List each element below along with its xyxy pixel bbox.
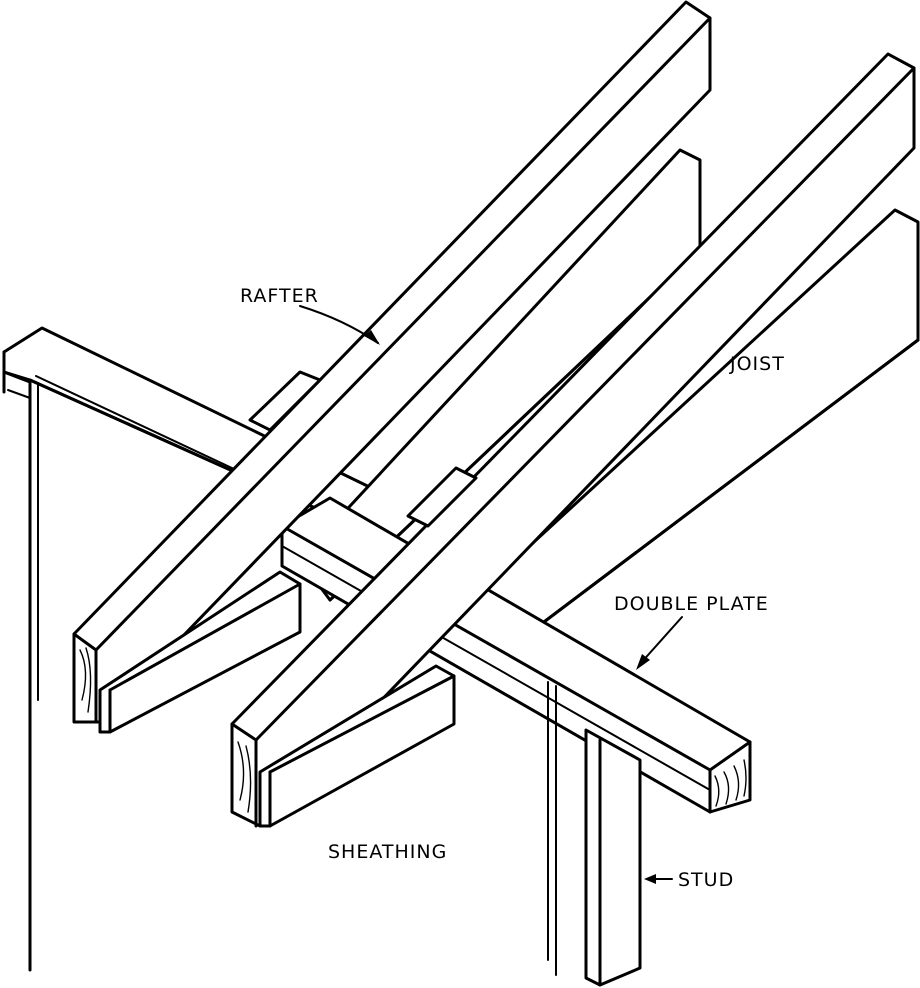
stud: [547, 681, 642, 987]
notch-blocks: [248, 370, 478, 528]
label-rafter: RAFTER: [240, 285, 319, 307]
label-double-plate: DOUBLE PLATE: [614, 593, 769, 615]
leader-arrows: [299, 305, 683, 884]
rafter-right: [230, 52, 916, 828]
rafter-right-tail: [258, 664, 456, 828]
rafter-left-tail: [98, 570, 302, 734]
left-wall-sheathing: [28, 378, 39, 972]
rafter-left: [72, 0, 712, 724]
plate-end-grain: [714, 759, 747, 807]
label-stud: STUD: [678, 869, 734, 891]
label-sheathing: SHEATHING: [328, 841, 447, 863]
label-joist: JOIST: [729, 353, 785, 375]
